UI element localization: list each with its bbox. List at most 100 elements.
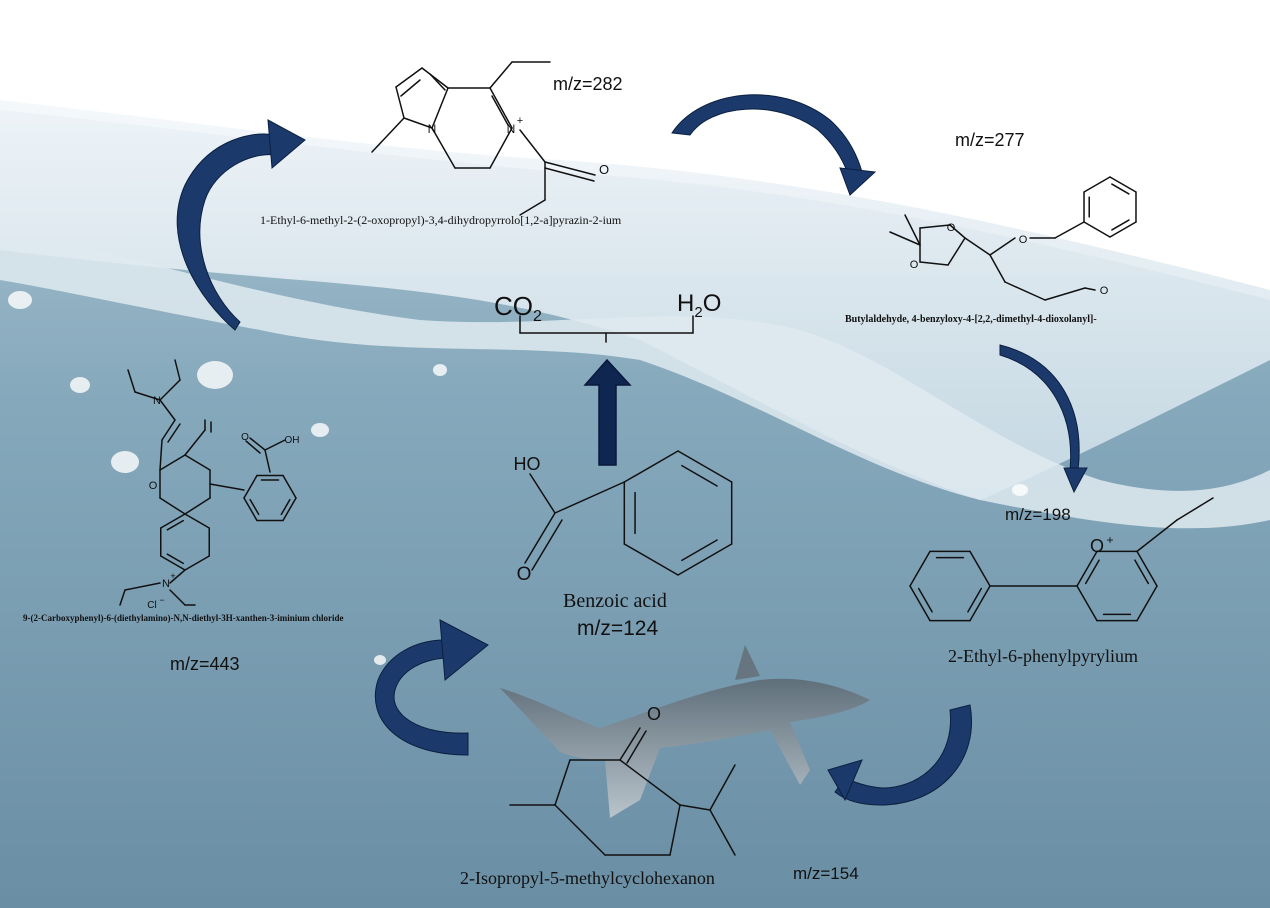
phenyl-double-bond xyxy=(967,587,983,613)
curved-arrow-icon-5-head xyxy=(439,619,489,681)
xanthene-bond xyxy=(159,454,186,471)
carboxyphenyl-bond xyxy=(282,497,297,522)
ethyl-bond xyxy=(119,589,126,606)
atom-label-o-plus: O xyxy=(1090,536,1104,556)
compound-name-menthone: 2-Isopropyl-5-methylcyclohexanon xyxy=(460,868,715,888)
wave-foam xyxy=(0,100,1270,500)
chain-bond xyxy=(1004,281,1046,301)
bubbles xyxy=(8,291,1028,665)
atom-label-o: O xyxy=(517,564,532,585)
phenyl-bond xyxy=(1109,221,1137,238)
dioxolane-bond xyxy=(947,237,966,266)
pyrrole-bond xyxy=(431,87,449,129)
cyclohexanone-bond xyxy=(554,759,571,806)
aldehyde-bond xyxy=(1084,287,1096,291)
atom-label-minus: − xyxy=(159,595,164,605)
methyl-bond xyxy=(371,117,405,153)
vinyl-bond xyxy=(167,423,181,443)
pathway-arrows xyxy=(176,94,1088,806)
curved-arrow-icon-1-head xyxy=(267,119,306,170)
carboxyl-double-bond xyxy=(245,440,261,454)
vinyl-bond xyxy=(161,419,176,441)
atom-label-n-amine: N xyxy=(153,395,161,407)
atom-label-ho: HO xyxy=(514,454,541,474)
atom-label-n: N xyxy=(428,122,437,136)
pyrrole-double-bond xyxy=(400,79,421,97)
compound-name-pyrrolopyrazinium: 1-Ethyl-6-methyl-2-(2-oxopropyl)-3,4-dih… xyxy=(260,213,622,227)
pyrylium-bond xyxy=(1076,550,1098,587)
xanthene-double-bond xyxy=(166,519,185,531)
benzoic-ring-bond xyxy=(677,450,733,483)
carboxyl-bond xyxy=(249,437,266,451)
carboxyphenyl-double-bond xyxy=(280,498,291,516)
pyrazine-bond xyxy=(489,87,513,129)
xanthene-bond xyxy=(160,513,186,529)
molecule-drawings xyxy=(119,61,1214,856)
curved-arrow-icon-3-head xyxy=(1063,467,1088,494)
carboxyphenyl-bond xyxy=(243,497,258,522)
phenyl-bond xyxy=(1109,176,1137,193)
carbonyl-bond xyxy=(619,727,641,761)
benzoic-carboxyl-bond xyxy=(554,481,626,514)
atom-label-o-aldehyde: O xyxy=(1100,285,1109,297)
atom-label-o-ring2: O xyxy=(910,259,919,271)
shark-icon xyxy=(500,645,870,818)
product-h2o: H2O xyxy=(677,290,721,321)
carboxyphenyl-double-bond xyxy=(249,498,260,516)
ethyl-bond xyxy=(169,589,186,606)
h2o-text-o: O xyxy=(702,290,722,317)
chain-bond xyxy=(964,237,991,256)
benzoic-ring-double-bond xyxy=(681,464,718,487)
xanthene-bond xyxy=(184,555,210,571)
iminium-bond xyxy=(169,569,186,584)
up-arrow-icon xyxy=(583,358,632,466)
atom-label-n-plus: N xyxy=(507,122,516,136)
atom-label-oh: OH xyxy=(285,435,300,446)
benzoic-co-double-bond xyxy=(531,519,563,571)
atom-label-n-iminium: N xyxy=(162,578,170,590)
xanthene-bond xyxy=(184,497,211,515)
pyrrole-bond xyxy=(395,67,423,88)
chain-bond xyxy=(989,237,1016,256)
atom-label-o-xanthene: O xyxy=(149,480,158,492)
h2o-text-h: H xyxy=(677,290,695,317)
atom-label-o-ring: O xyxy=(947,222,956,234)
vinyl-bond xyxy=(159,439,163,471)
atom-label-o-carboxyl: O xyxy=(241,432,249,443)
dimethyl-bond xyxy=(904,214,921,246)
carboxyphenyl-bond xyxy=(282,474,297,499)
co2-subscript: 2 xyxy=(533,308,542,326)
benzoic-oh-bond xyxy=(529,473,556,514)
phenyl-bond xyxy=(969,585,991,622)
wave-crest xyxy=(0,230,1270,529)
dimethyl-bond xyxy=(889,231,921,246)
oxopropyl-methyl-bond xyxy=(519,199,546,216)
pyrazine-bond xyxy=(489,127,513,169)
isopropyl-bond xyxy=(679,804,711,811)
xanthene-bond xyxy=(160,555,186,571)
cyclohexanone-bond xyxy=(669,804,681,856)
ethyl-bond xyxy=(1176,497,1214,521)
benzoic-ring-bond xyxy=(623,450,679,483)
phenyl-double-bond xyxy=(1111,183,1130,195)
carbonyl-double-bond xyxy=(626,730,647,764)
ethyl-bond xyxy=(489,61,513,89)
carboxyl-bond xyxy=(264,449,271,473)
pyrylium-bond xyxy=(1136,585,1158,622)
phenyl-bond xyxy=(909,550,931,587)
compound-name-butylaldehyde: Butylaldehyde, 4-benzyloxy-4-[2,2,-dimet… xyxy=(845,314,1097,325)
aryl-bond xyxy=(209,483,245,491)
atom-label-o-ketone: O xyxy=(647,704,661,724)
ethyl-bond xyxy=(159,379,181,401)
pyrazine-double-bond xyxy=(491,95,509,126)
ethyl-bond xyxy=(1136,519,1178,553)
atom-label-o: O xyxy=(599,162,609,177)
amine-bond xyxy=(159,399,176,421)
mz-443: m/z=443 xyxy=(170,654,240,674)
benzoic-ring-bond xyxy=(623,543,679,576)
oxopropyl-co-bond xyxy=(544,161,596,176)
dioxolane-bond xyxy=(919,261,949,266)
xanthene-bond xyxy=(159,497,186,515)
phenyl-double-bond xyxy=(1111,219,1130,231)
